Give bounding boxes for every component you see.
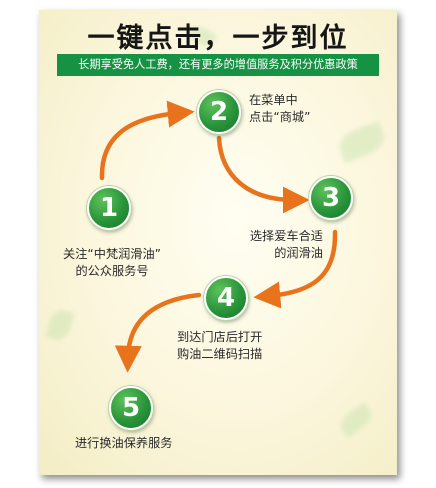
step-5-label: 进行换油保养服务 — [75, 436, 173, 450]
promo-banner: 长期享受免人工费，还有更多的增值服务及积分优惠政策 — [57, 54, 379, 76]
page-title: 一键点击，一步到位 — [87, 23, 349, 54]
step-3-label: 选择爱车合适 的润滑油 — [249, 229, 323, 260]
arrow-1-to-2 — [99, 100, 195, 181]
step-3-badge: 3 — [309, 176, 353, 220]
arrow-4-to-5 — [114, 292, 202, 373]
step-5-badge: 5 — [109, 386, 153, 430]
step-4-badge: 4 — [204, 276, 248, 320]
step-1-label: 关注“中梵润滑油” 的公众服务号 — [63, 247, 161, 278]
poster: 一键点击，一步到位 长期享受免人工费，还有更多的增值服务及积分优惠政策 1 2 … — [39, 10, 397, 475]
arrow-2-to-3 — [216, 135, 310, 214]
step-1-badge: 1 — [87, 186, 131, 230]
flow-arrows — [99, 100, 338, 373]
step-2-label: 在菜单中 点击“商城” — [249, 93, 311, 124]
step-4-label: 到达门店后打开 购油二维码扫描 — [177, 330, 263, 361]
arrow-3-to-4 — [253, 229, 338, 309]
step-2-badge: 2 — [197, 90, 241, 134]
